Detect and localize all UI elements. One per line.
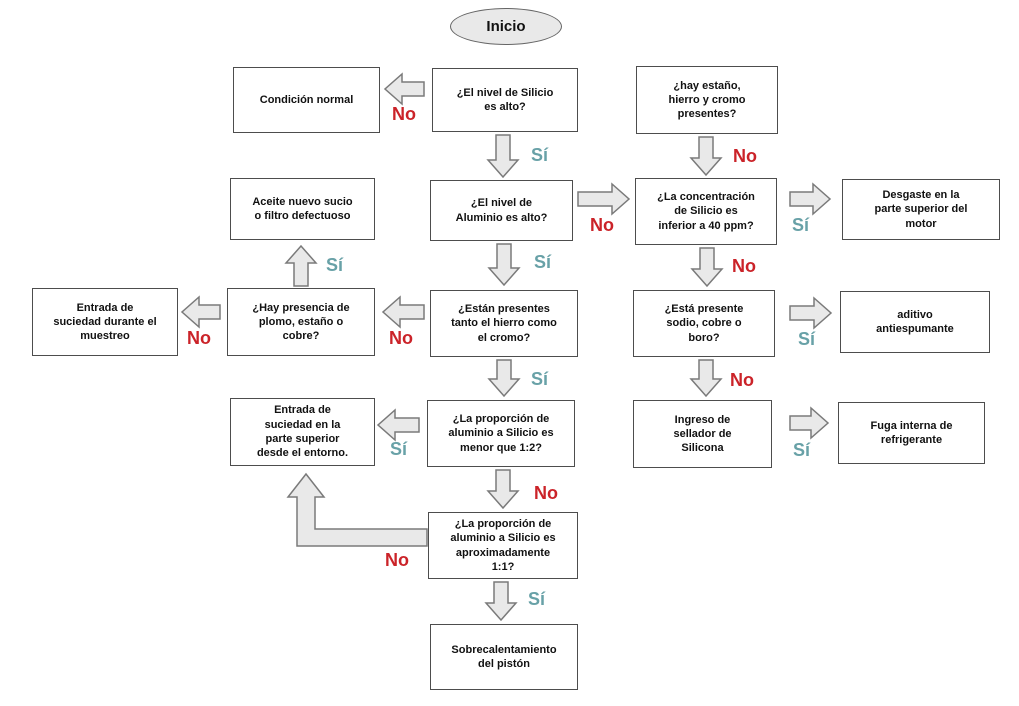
flow-node-sellador-silicona: Ingreso de sellador de Silicona — [633, 400, 772, 468]
flow-node-fuga-refrigerante: Fuga interna de refrigerante — [838, 402, 985, 464]
flow-arrow-aluminio-no-concentracion — [577, 182, 631, 216]
flow-arrow-hierro-no-plomo — [381, 295, 425, 329]
flow-node-nivel-silicio: ¿El nivel de Silicio es alto? — [432, 68, 578, 132]
flow-node-sobrecalentamiento-piston: Sobrecalentamiento del pistón — [430, 624, 578, 690]
edge-label-proporcion11-no-entorno: No — [385, 550, 409, 570]
flow-arrow-plomo-si-aceite — [284, 244, 318, 287]
edge-label-sodio-no-sellador: No — [730, 370, 754, 390]
edge-label-plomo-si-aceite: Sí — [326, 255, 344, 275]
edge-label-proporcion11-si-sobrecalentamiento: Sí — [528, 589, 546, 609]
flow-node-inicio: Inicio — [450, 8, 562, 45]
edge-label-sodio-si-aditivo: Sí — [798, 329, 816, 349]
edge-label-silicio-si-aluminio: Sí — [531, 145, 549, 165]
edge-label-hierro-si-proporcion12: Sí — [531, 369, 549, 389]
flow-node-desgaste-motor: Desgaste en la parte superior del motor — [842, 179, 1000, 240]
flow-arrow-concentracion-si-desgaste — [789, 182, 832, 216]
edge-label-hierro-no-plomo: No — [389, 328, 413, 348]
flow-node-sodio-cobre-boro: ¿Está presente sodio, cobre o boro? — [633, 290, 775, 357]
flow-node-suciedad-entorno: Entrada de suciedad en la parte superior… — [230, 398, 375, 466]
edge-label-plomo-no-muestreo: No — [187, 328, 211, 348]
edge-label-concentracion-no-sodio: No — [732, 256, 756, 276]
edge-label-estano-no-concentracion: No — [733, 146, 757, 166]
flow-arrow-estano-no-concentracion — [689, 136, 723, 177]
flow-arrow-silicio-si-aluminio — [486, 134, 520, 179]
flow-arrow-proporcion11-si-sobrecalentamiento — [484, 581, 518, 622]
flow-node-nivel-aluminio: ¿El nivel de Aluminio es alto? — [430, 180, 573, 241]
flow-node-suciedad-muestreo: Entrada de suciedad durante el muestreo — [32, 288, 178, 356]
edge-label-proporcion12-no-proporcion11: No — [534, 483, 558, 503]
flow-node-aditivo-antiespumante: aditivo antiespumante — [840, 291, 990, 353]
edge-label-proporcion12-si-entorno: Sí — [390, 439, 408, 459]
flow-node-aceite-nuevo: Aceite nuevo sucio o filtro defectuoso — [230, 178, 375, 240]
edge-label-aluminio-si-hierro: Sí — [534, 252, 552, 272]
flow-node-estano-hierro-cromo: ¿hay estaño, hierro y cromo presentes? — [636, 66, 778, 134]
flow-node-proporcion-1-1: ¿La proporción de aluminio a Silicio es … — [428, 512, 578, 579]
edge-label-aluminio-no-concentracion: No — [590, 215, 614, 235]
flow-node-proporcion-1-2: ¿La proporción de aluminio a Silicio es … — [427, 400, 575, 467]
flow-arrow-hierro-si-proporcion12 — [487, 359, 521, 398]
flow-node-condicion-normal: Condición normal — [233, 67, 380, 133]
flow-node-concentracion-silicio: ¿La concentración de Silicio es inferior… — [635, 178, 777, 245]
flow-arrow-proporcion12-si-entorno — [376, 408, 420, 442]
edge-label-concentracion-si-desgaste: Sí — [792, 215, 810, 235]
flow-arrow-aluminio-si-hierro — [487, 243, 521, 287]
edge-label-silicio-no-condicion: No — [392, 104, 416, 124]
flow-node-hierro-cromo: ¿Están presentes tanto el hierro como el… — [430, 290, 578, 357]
flow-arrow-sodio-si-aditivo — [789, 296, 833, 330]
flow-arrow-sellador-si-fuga — [789, 406, 830, 440]
flow-arrow-proporcion11-no-entorno — [286, 472, 428, 547]
flow-arrow-concentracion-no-sodio — [690, 247, 724, 288]
flow-arrow-silicio-no-condicion — [383, 72, 425, 106]
edge-label-sellador-si-fuga: Sí — [793, 440, 811, 460]
flow-arrow-plomo-no-muestreo — [180, 295, 221, 329]
flow-arrow-sodio-no-sellador — [689, 359, 723, 398]
flow-node-plomo-estano-cobre: ¿Hay presencia de plomo, estaño o cobre? — [227, 288, 375, 356]
flow-arrow-proporcion12-no-proporcion11 — [486, 469, 520, 510]
